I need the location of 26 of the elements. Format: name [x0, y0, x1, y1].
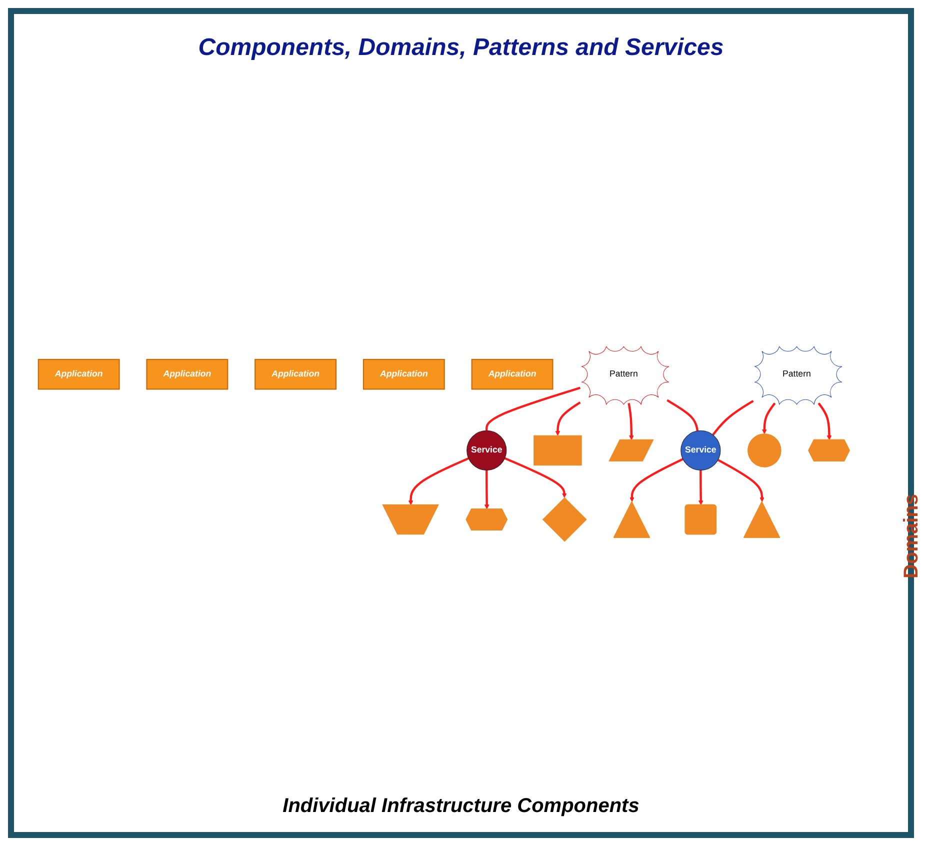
arrow	[762, 402, 776, 434]
connector	[486, 386, 581, 431]
node-box	[254, 358, 337, 390]
arrow	[630, 458, 684, 502]
arrow	[484, 470, 490, 510]
arrow	[555, 401, 581, 436]
node-trapezoid	[382, 504, 439, 535]
arrow	[717, 458, 764, 502]
arrow	[628, 402, 634, 440]
node-box	[471, 358, 554, 390]
node-box	[534, 435, 582, 466]
node-box	[362, 358, 445, 390]
caption: Individual Infrastructure Components	[282, 795, 640, 818]
node-circle	[680, 430, 721, 470]
node-parallelogram	[608, 439, 654, 462]
node-box	[38, 358, 120, 390]
arrow	[818, 402, 832, 440]
node-diamond	[542, 497, 587, 542]
node-box	[146, 358, 228, 390]
connector	[712, 400, 754, 436]
arrow	[698, 470, 704, 506]
arrow	[408, 457, 469, 506]
node-circle	[466, 430, 507, 470]
arrow	[504, 457, 567, 498]
connector	[666, 399, 699, 432]
title: Components, Domains, Patterns and Services	[197, 34, 725, 62]
